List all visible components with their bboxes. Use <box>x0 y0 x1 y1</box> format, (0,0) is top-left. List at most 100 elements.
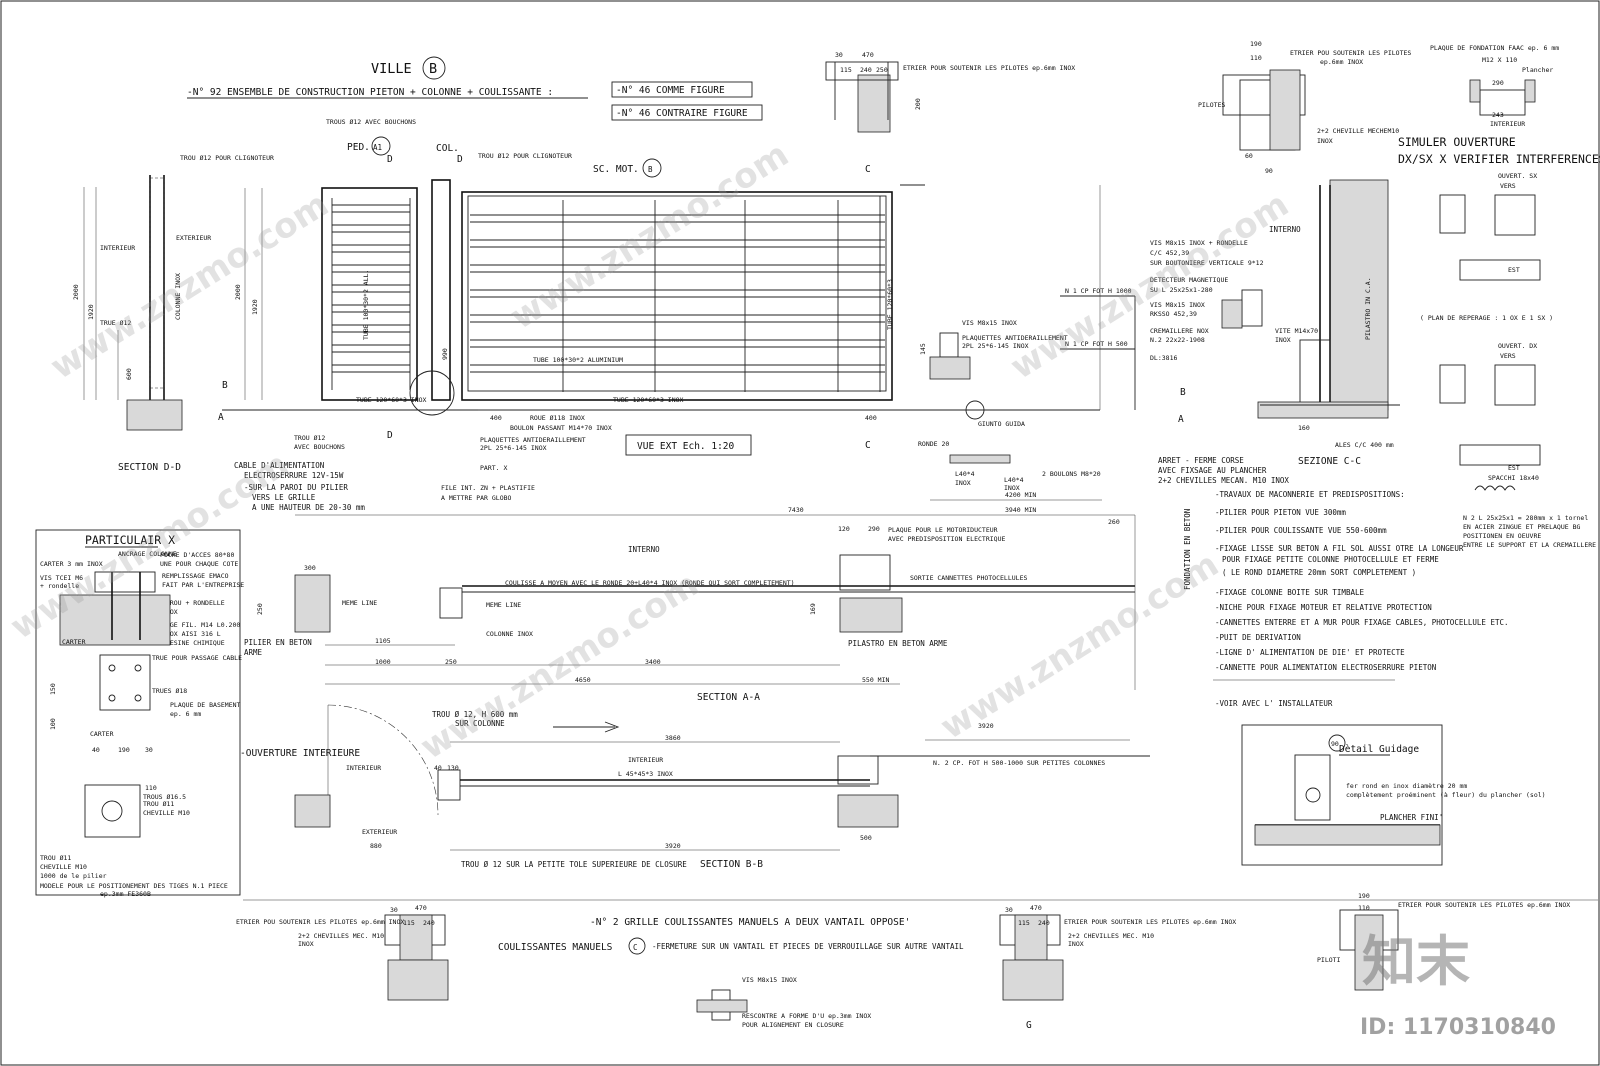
annotation-right-top-plaque-fond: PLAQUE DE FONDATION FAAC ep. 6 mm <box>1430 44 1559 52</box>
annotation-elevation-trou-clignoteur-mid: TROU Ø12 POUR CLIGNOTEUR <box>478 152 572 160</box>
annotation-elevation-tube-120-60b: TUBE 120*60*3 INOX <box>613 396 684 404</box>
annotation-section-aa-d4200: 4200 MIN <box>1005 491 1036 499</box>
annotation-right-top-d240: 240 <box>860 66 872 74</box>
annotation-elevation-dim2000b: 2000 <box>234 284 242 300</box>
annotation-mid-details-ronde: RONDE 20 <box>918 440 949 448</box>
annotation-elevation-roue: ROUE Ø118 INOX <box>530 414 585 422</box>
annotation-mid-details-bout: SUR BOUTONIERE VERTICALE 9*12 <box>1150 259 1264 267</box>
annotation-mid-details-arret3: 2+2 CHEVILLES MECAN. M10 INOX <box>1158 476 1289 485</box>
annotation-section-aa-d3940: 3940 MIN <box>1005 506 1036 514</box>
section-aa-title: SECTION A-A <box>697 692 760 703</box>
dd-interieur: INTERIEUR <box>100 244 135 252</box>
annotation-bottom-d190: 190 <box>1358 892 1370 900</box>
annotation-right-top-etrier2b: ep.6mm INOX <box>1320 58 1363 66</box>
annotation-bottom-d110: 110 <box>1358 904 1370 912</box>
annotation-elevation-cable5: A UNE HAUTEUR DE 20-30 mm <box>252 503 365 512</box>
annotation-section-aa-d250: 250 <box>256 603 264 615</box>
annotation-elevation-tube-120-60: TUBE 120*60*3 INOX <box>356 396 427 404</box>
annotation-right-top-d200: 200 <box>914 98 922 110</box>
annotation-mid-details-arret1: ARRET - FERME CORSE <box>1158 456 1244 465</box>
plaquettes-detail: VIS M8x15 INOX PLAQUETTES ANTIDERAILLEME… <box>918 319 1289 492</box>
annotation-works-t6: -CANNETTES ENTERRE ET A MUR POUR FIXAGE … <box>1215 618 1509 627</box>
annotation-detail-guidage-fer2: complètement proéminent (à fleur) du pla… <box>1346 791 1546 799</box>
annotation-section-aa-d4650: 4650 <box>575 676 591 684</box>
annotation-section-aa-meme2: MEME LINE <box>486 601 521 609</box>
annotation-bottom-coul-badge: C <box>633 943 638 952</box>
annotation-detail-guidage-plancher: PLANCHER FINI' <box>1380 813 1443 822</box>
annotation-particulair-d30: 30 <box>145 746 153 754</box>
annotation-works-t7: -PUIT DE DERIVATION <box>1215 633 1301 642</box>
annotation-bottom-inox-r: INOX <box>1068 940 1084 948</box>
box-contraire-figure <box>611 104 763 121</box>
annotation-bottom-coul: COULISSANTES MANUELS <box>498 942 613 953</box>
annotation-right-top-d90: 90 <box>1265 167 1273 175</box>
annotation-mid-details-rkso: RKSSO 452,39 <box>1150 310 1197 318</box>
annotation-elevation-lblD: D <box>387 154 393 165</box>
annotation-right-top-d243: 243 <box>1492 111 1504 119</box>
section-cc-title: SEZIONE C-C <box>1298 456 1361 467</box>
annotation-bottom-vis: VIS M8x15 INOX <box>742 976 797 984</box>
annotation-particulair-vis: VIS TCEI M6 <box>40 574 83 582</box>
annotation-elevation-lblC: C <box>865 440 871 451</box>
annotation-particulair-d110: 110 <box>145 784 157 792</box>
annotation-works-t1: -PILIER POUR PIETON VUE 300mm <box>1215 508 1346 517</box>
annotation-section-bb-l45: L 45*45*3 INOX <box>618 770 673 778</box>
annotation-particulair-poche: POCHE D'ACCES 80*80 <box>160 551 234 559</box>
annotation-section-aa-d1000: 1000 <box>375 658 391 666</box>
ped-label: PED. <box>347 142 370 153</box>
annotation-particulair-carter: CARTER 3 mm INOX <box>40 560 103 568</box>
section-cc: ETRIER POU SOUTENIR LES PILOTES ep.6mm I… <box>1198 40 1411 467</box>
pilastro-block <box>1329 179 1389 411</box>
annotation-particulair-trou-passage: TRUE POUR PASSAGE CABLE <box>152 654 242 662</box>
central-column <box>431 179 451 401</box>
annotation-elevation-cable1: CABLE D'ALIMENTATION <box>234 461 324 470</box>
annotation-works-t4: -FIXAGE COLONNE BOITE SUR TIMBALE <box>1215 588 1364 597</box>
box1-label: -N° 46 COMME FIGURE <box>616 85 725 96</box>
annotation-works-t3c: ( LE ROND DIAMETRE 20mm SORT COMPLETEMEN… <box>1222 568 1416 577</box>
annotation-section-aa-d3400: 3400 <box>645 658 661 666</box>
annotation-bottom-lblG: G <box>1026 1020 1032 1031</box>
elevation-view: 2000 1920 600 INTERIEUR EXTERIEUR COLONN… <box>72 118 1186 512</box>
annotation-elevation-lblB: B <box>222 380 228 391</box>
annotation-mid-details-l40b: L40*4 <box>1004 476 1024 484</box>
annotation-particulair-chev10: CHEVILLE M10 <box>143 809 190 817</box>
annotation-works-t9: -CANNETTE POUR ALIMENTATION ELECTROSERRU… <box>1215 663 1436 672</box>
annotation-particulair-carter3: CARTER <box>90 730 114 738</box>
annotation-section-aa-d260: 260 <box>1108 518 1120 526</box>
annotation-elevation-trous-bouchons: TROUS Ø12 AVEC BOUCHONS <box>326 118 416 126</box>
annotation-section-bb-trou-tole: TROU Ø 12 SUR LA PETITE TOLE SUPERIEURE … <box>461 860 687 869</box>
annotation-bottom-d30l: 30 <box>390 906 398 914</box>
annotation-bottom-d470r: 470 <box>1030 904 1042 912</box>
annotation-mid-details-boulons: 2 BOULONS M8*20 <box>1042 470 1101 478</box>
annotation-mid-details-d145: 145 <box>919 343 927 355</box>
annotation-particulair-ep6: ep. 6 mm <box>170 710 201 718</box>
annotation-bottom-piloti: PILOTI <box>1317 956 1341 964</box>
annotation-particulair-d40: 40 <box>92 746 100 754</box>
annotation-particulair-remplissage: REMPLISSAGE EMACO <box>162 572 229 580</box>
annotation-bottom-d115r: 115 <box>1018 919 1030 927</box>
annotation-particulair-resine: +RESINE CHIMIQUE <box>162 639 225 647</box>
box2-label: -N° 46 CONTRAIRE FIGURE <box>616 108 748 119</box>
title-main: -N° 92 ENSEMBLE DE CONSTRUCTION PIETON +… <box>187 87 553 98</box>
annotation-elevation-avec-bouchons: AVEC BOUCHONS <box>294 443 345 451</box>
annotation-particulair-chev10b: CHEVILLE M10 <box>40 863 87 871</box>
annotation-bottom-d30r: 30 <box>1005 906 1013 914</box>
annotation-mid-details-cp500: N 1 CP FOT H 500 <box>1065 340 1128 348</box>
particulair-x: PARTICULAIR X ANCRAGE COLONNE POCHE D'AC… <box>35 529 244 898</box>
annotation-section-bb-d500: 500 <box>860 834 872 842</box>
annotation-section-aa-pilastro: PILASTRO EN BETON ARME <box>848 639 948 648</box>
annotation-works-fondation: FONDATION EN BETON <box>1183 509 1192 590</box>
annotation-section-aa-d120: 120 <box>838 525 850 533</box>
annotation-right-top-etrier1: ETRIER POUR SOUTENIR LES PILOTES ep.6mm … <box>903 64 1075 72</box>
annotation-mid-details-cp1000: N 1 CP FOT H 1000 <box>1065 287 1132 295</box>
annotation-right-top-etrier2: ETRIER POU SOUTENIR LES PILOTES <box>1290 49 1411 57</box>
annotation-section-aa-sortie: SORTIE CANNETTES PHOTOCELLULES <box>910 574 1027 582</box>
annotation-section-bb-d3920b: 3920 <box>665 842 681 850</box>
annotation-section-bb-d3920a: 3920 <box>978 722 994 730</box>
annotation-right-top-pilotes: PILOTES <box>1198 101 1225 109</box>
annotation-bottom-d470l: 470 <box>415 904 427 912</box>
annotation-bottom-chev-l: 2+2 CHEVILLES MEC. M10 <box>298 932 384 940</box>
annotation-elevation-dim400a: 400 <box>490 414 502 422</box>
annotation-mid-details-plaq2-dim: 2PL 25*6-145 INOX <box>962 342 1029 350</box>
